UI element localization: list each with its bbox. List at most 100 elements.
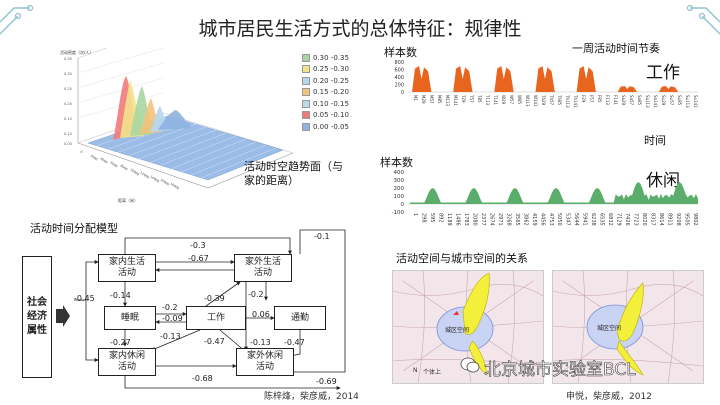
- work-rhythm-label: 一周活动时间节奏: [572, 42, 660, 55]
- leisure-xtick: 892: [438, 213, 444, 223]
- legend-item: 0.05 -0.10: [302, 110, 349, 122]
- coef-sleep-work2: -0.09: [162, 314, 183, 323]
- legend-swatch: [302, 65, 310, 74]
- surface-caption-line2: 家的距离）: [244, 174, 299, 187]
- map-right-label: 城区空间: [597, 325, 622, 332]
- work-xtick: M113: [445, 95, 450, 107]
- surface-ylabel: 活动密度（次/人）: [60, 49, 93, 55]
- leisure-xtick: 3268: [505, 213, 511, 226]
- leisure-ytick: 400: [394, 170, 405, 176]
- node-sleep: 睡眠: [104, 306, 156, 330]
- svg-text:0.30: 0.30: [64, 72, 72, 76]
- svg-text:12000: 12000: [139, 171, 150, 180]
- leisure-xtick: 5644: [573, 213, 579, 226]
- legend-item: 0.25 -0.30: [302, 64, 349, 76]
- work-day-bar: [658, 86, 679, 92]
- coef-commute: -0.47: [284, 338, 305, 347]
- work-xtick: Sa57: [629, 95, 634, 106]
- work-day-bar: [412, 66, 432, 92]
- svg-text:0: 0: [79, 150, 83, 154]
- work-xtick: M29: [421, 95, 426, 104]
- surface-xlabel: 距离（米）: [118, 197, 138, 203]
- work-xtick: F29: [581, 95, 586, 103]
- coef-work-outleisure: -0.47: [204, 337, 225, 346]
- work-xtick: Th57: [549, 94, 554, 106]
- work-xtick: Th113: [565, 94, 570, 108]
- node-commute: 通勤: [274, 306, 326, 330]
- work-xtick: M141: [453, 95, 458, 107]
- work-xtick: Sa141: [653, 95, 658, 108]
- leisure-xtick: 2377: [480, 213, 486, 226]
- svg-text:18000: 18000: [169, 182, 180, 191]
- leisure-xtick: 8020: [641, 213, 647, 226]
- svg-text:14000: 14000: [149, 175, 160, 184]
- svg-text:4000: 4000: [99, 157, 108, 165]
- leisure-type-label: 休闲: [646, 171, 680, 191]
- work-xtick: Th141: [573, 94, 578, 108]
- svg-text:0.15: 0.15: [64, 117, 72, 121]
- work-time-label: 时间: [644, 134, 666, 147]
- svg-text:0.35: 0.35: [64, 57, 72, 61]
- leisure-area: [410, 182, 698, 204]
- svg-text:10000: 10000: [129, 168, 140, 177]
- work-xtick: W29: [501, 95, 506, 105]
- coef-outlife-work: -0.2: [248, 290, 264, 299]
- legend-item: 0.20 -0.25: [302, 75, 349, 87]
- leisure-xtick: 1486: [455, 213, 461, 226]
- work-xtick: Sa113: [645, 95, 650, 108]
- work-xtick: T85: [477, 94, 482, 103]
- work-xtick: T57: [469, 94, 474, 103]
- leisure-ytick: 100: [394, 194, 405, 200]
- work-xtick: M1: [413, 95, 418, 101]
- leisure-xtick: 1: [412, 213, 418, 216]
- side-arrow-icon: [56, 305, 70, 327]
- model-title: 活动时间分配模型: [30, 222, 118, 235]
- legend-swatch: [302, 76, 310, 85]
- work-day-bar: [494, 66, 514, 92]
- north-marker-icon: N: [413, 367, 418, 374]
- coef-sleep-homeleisure: -0.27: [110, 338, 131, 347]
- legend-item: 0.30 -0.35: [302, 52, 349, 64]
- svg-text:2000: 2000: [89, 154, 98, 162]
- node-home-life: 家内生活活动: [98, 254, 156, 282]
- leisure-sample-label: 样本数: [380, 156, 413, 169]
- work-xtick: M85: [437, 95, 442, 104]
- svg-text:8000: 8000: [119, 164, 128, 172]
- coef-work-outlife: -0.39: [204, 294, 225, 303]
- leisure-xtick: 9505: [683, 213, 689, 226]
- coef-right-top: -0.1: [314, 232, 330, 241]
- legend-swatch: [302, 88, 310, 97]
- leisure-xtick: 9802: [692, 213, 698, 226]
- leisure-xtick: 2674: [488, 213, 494, 226]
- legend-swatch: [302, 53, 310, 62]
- work-xtick: F85: [597, 95, 602, 103]
- map-left-snippet: 个体上: [423, 369, 442, 376]
- surface-legend: 0.30 -0.35 0.25 -0.30 0.20 -0.25 0.15 -0…: [302, 52, 349, 133]
- leisure-xtick: 4456: [539, 213, 545, 226]
- legend-swatch: [302, 99, 310, 108]
- legend-item: 0.00 -0.05: [302, 121, 349, 133]
- node-home-leisure: 家内休闲活动: [98, 348, 156, 376]
- work-ytick: 0: [401, 90, 404, 96]
- work-ytick: 400: [394, 75, 404, 81]
- leisure-xtick: 8317: [649, 213, 655, 226]
- work-xtick: Su113: [685, 95, 690, 108]
- coef-top1: -0.3: [190, 241, 206, 250]
- node-out-life: 家外生活活动: [234, 254, 292, 282]
- citation-left: 陈梓烽，柴彦威，2014: [264, 392, 359, 402]
- leisure-ytick: -100: [392, 210, 405, 216]
- leisure-xtick: 6535: [599, 213, 605, 226]
- work-xtick: F57: [589, 95, 594, 103]
- work-xtick: F141: [613, 95, 618, 105]
- leisure-xtick: 7426: [624, 213, 630, 226]
- work-xtick: M57: [429, 95, 434, 104]
- leisure-xtick: 595: [429, 213, 435, 223]
- leisure-xtick: 1189: [446, 213, 452, 226]
- work-ytick: 200: [394, 83, 404, 89]
- work-day-bar: [453, 66, 473, 92]
- work-xtick: T29: [461, 94, 466, 103]
- legend-item: 0.10 -0.15: [302, 98, 349, 110]
- work-day-bar: [535, 66, 555, 92]
- svg-text:6000: 6000: [109, 161, 118, 169]
